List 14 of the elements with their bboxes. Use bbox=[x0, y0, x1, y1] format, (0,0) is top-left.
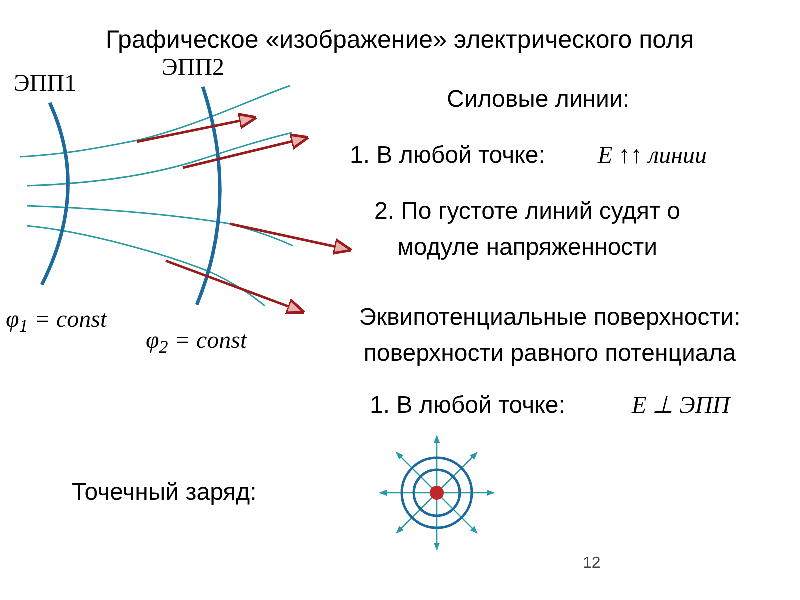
formula: E ↑↑ линии bbox=[598, 142, 708, 171]
formula: E ⊥ ЭПП bbox=[632, 392, 730, 421]
statement-text: 1. В любой точке: bbox=[350, 141, 546, 171]
page-number: 12 bbox=[583, 554, 601, 574]
formula: φ$_{2}$ = const bbox=[146, 327, 248, 358]
statement-text: 1. В любой точке: bbox=[370, 391, 566, 421]
surface-label: ЭПП2 bbox=[162, 54, 225, 83]
slide-title: Графическое «изображение» электрического поля bbox=[104, 25, 696, 56]
statement-text: Точечный заряд: bbox=[72, 478, 257, 508]
statement-text: 2. По густоте линий судят о модуле напряженности bbox=[373, 197, 682, 263]
surface-label: ЭПП1 bbox=[14, 70, 77, 99]
section-heading: Эквипотенциальные поверхности: поверхности равного потенциала bbox=[358, 303, 742, 369]
section-heading: Силовые линии: bbox=[447, 85, 630, 115]
formula: φ$_{1}$ = const bbox=[6, 306, 108, 338]
